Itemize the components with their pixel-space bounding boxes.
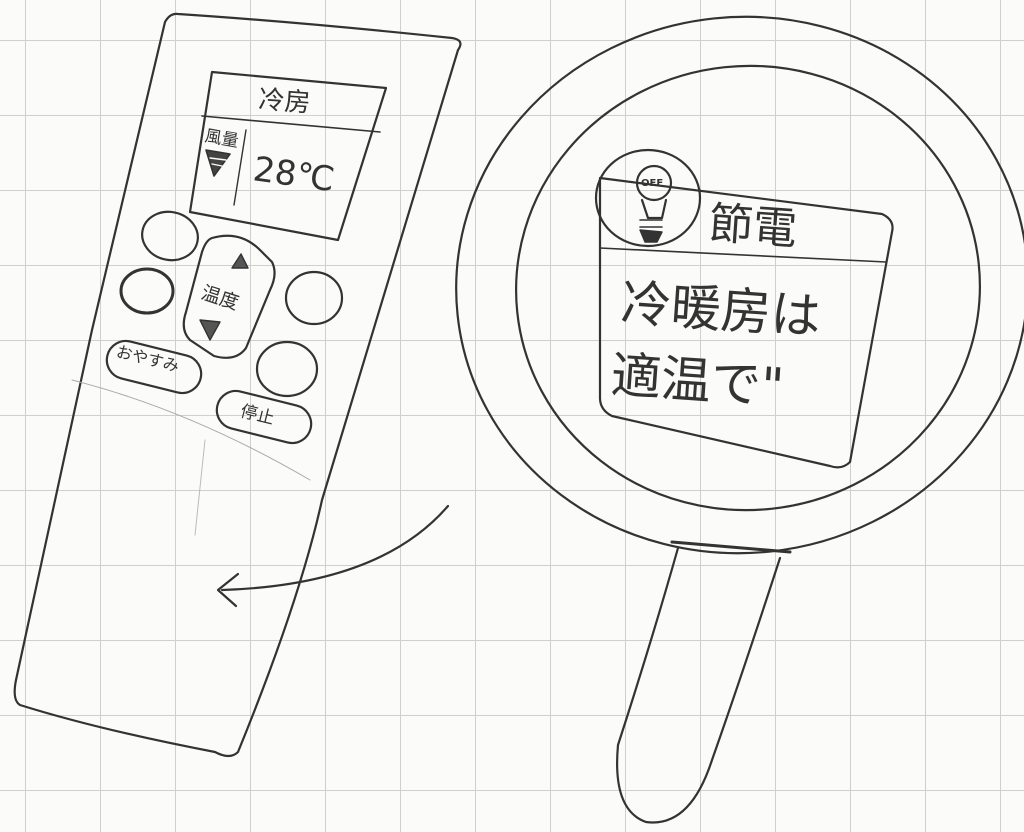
magnifier-lens	[515, 64, 981, 512]
round-button-right[interactable]	[284, 270, 344, 326]
triangle-up-icon	[231, 253, 249, 269]
remote-display	[188, 70, 388, 242]
energy-saving-line1: 冷暖房は	[619, 274, 823, 346]
remote-mode-label: 冷房	[258, 85, 312, 119]
magnifier-handle	[616, 546, 782, 824]
temperature-rocker-button[interactable]	[182, 234, 276, 359]
stop-button[interactable]	[213, 387, 315, 447]
temp-button-label: 温度	[198, 282, 241, 315]
lightbulb-off-icon	[594, 148, 702, 248]
energy-saving-title: 節電	[707, 198, 798, 255]
round-button-top-left[interactable]	[138, 207, 203, 266]
bulb-off-badge: OFF	[641, 178, 663, 189]
curved-arrow-icon	[220, 504, 450, 592]
triangle-down-icon	[199, 319, 221, 341]
fan-label: 風量	[203, 126, 240, 152]
remote-body	[13, 12, 462, 758]
stop-button-label: 停止	[238, 401, 276, 429]
sleep-button[interactable]	[103, 337, 205, 397]
round-button-left[interactable]	[119, 267, 175, 315]
energy-saving-card	[598, 176, 894, 469]
energy-saving-line2: 適温で"	[609, 346, 786, 416]
round-button-bottom-right[interactable]	[255, 340, 319, 398]
fan-strength-icon	[205, 149, 231, 177]
temperature-readout: 28℃	[251, 149, 337, 200]
